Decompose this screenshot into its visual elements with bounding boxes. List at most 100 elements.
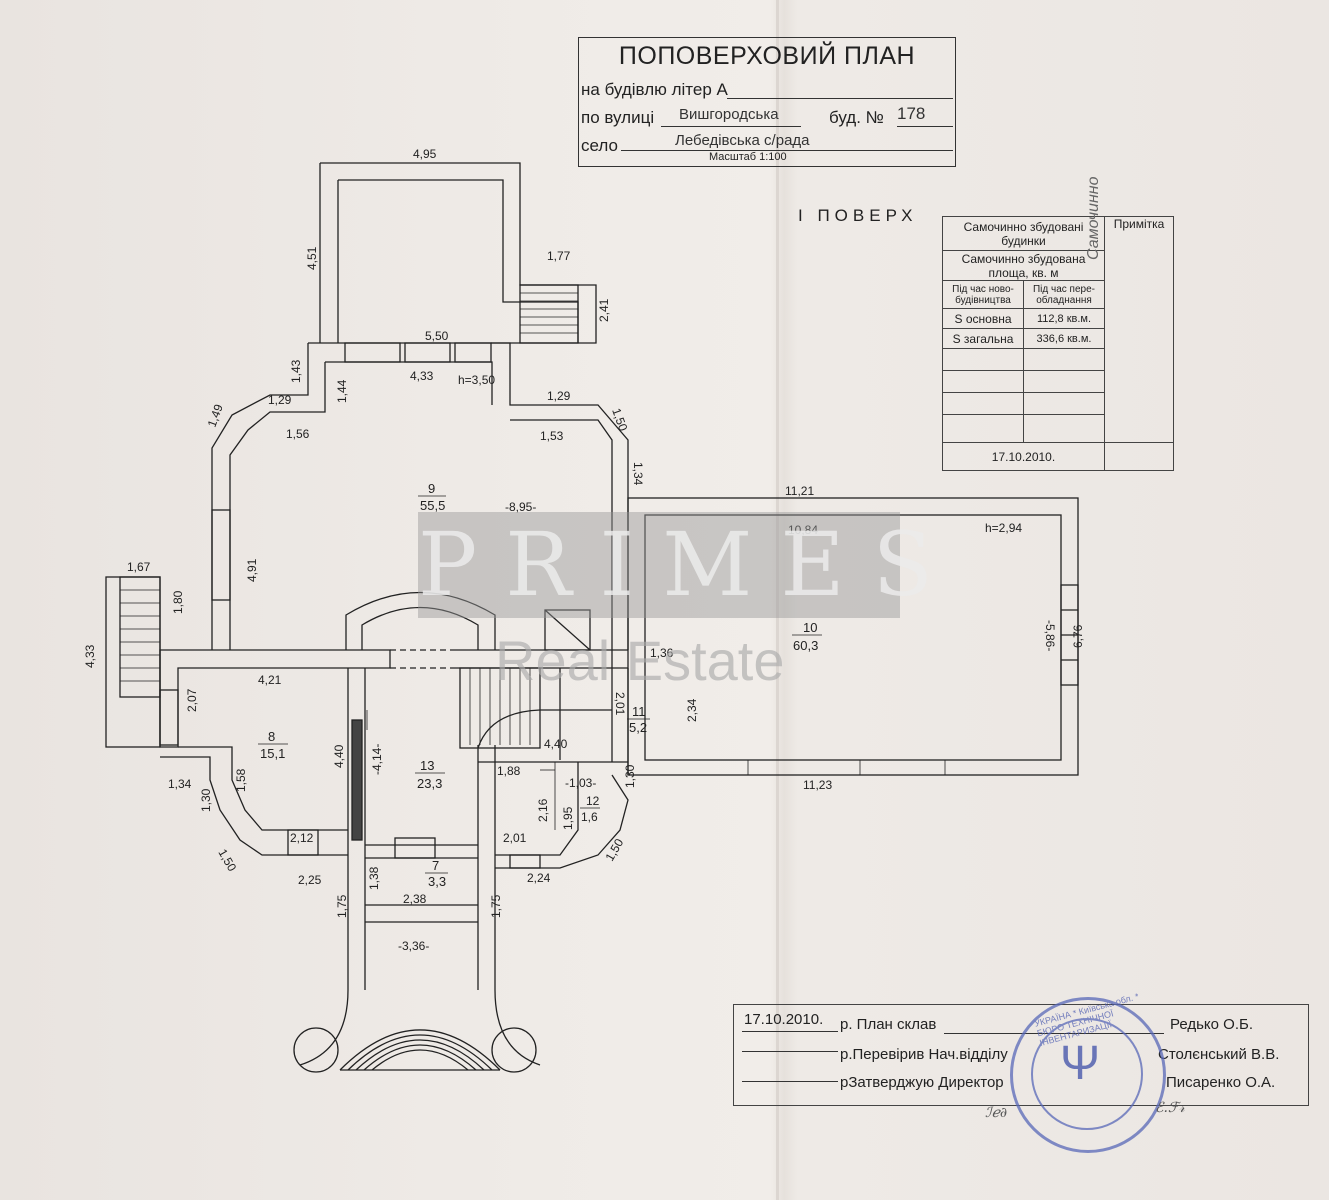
street-value: Вишгородська <box>679 106 779 123</box>
dim-label: 1,58 <box>234 768 248 792</box>
dim-label: 2,38 <box>403 892 427 906</box>
dim-label: 4,91 <box>245 558 259 582</box>
dim-label: 10,84 <box>788 523 818 537</box>
dim-label: 1,88 <box>497 764 521 778</box>
dim-label: 11,23 <box>803 778 832 792</box>
watermark-banner: PRIMES <box>418 512 933 618</box>
empty-cell <box>1023 414 1105 443</box>
house-label: буд. № <box>829 108 884 127</box>
header-self-built: Самочинно збудовані будинки <box>942 216 1105 251</box>
room-10-number: 10 <box>803 620 817 635</box>
handwritten-signature: ℰ.ℱ𝓇 <box>1155 1100 1185 1116</box>
stamp-inner-ring <box>1031 1018 1143 1130</box>
sign-role-2: р.Перевірив Нач.відділу <box>840 1046 1008 1063</box>
empty-cell <box>942 414 1024 443</box>
building-label: на будівлю літер А <box>581 80 728 99</box>
area-table: Самочинно збудовані будинки Примітка Сам… <box>942 216 1174 471</box>
dim-label: 4,95 <box>413 147 437 161</box>
village-value: Лебедівська с/рада <box>675 132 810 149</box>
sign-role-1: р. План склав <box>840 1016 937 1033</box>
dim-label: 1,43 <box>289 359 303 383</box>
dim-label: 1,50 <box>602 836 626 864</box>
dim-label: 1,80 <box>171 590 185 614</box>
dim-label: 1,75 <box>489 894 503 918</box>
dim-label: 1,34 <box>631 462 645 486</box>
dim-label: 1,29 <box>268 393 292 407</box>
handwritten-signature: ℐℯ∂ <box>985 1105 1008 1121</box>
col-new-build: Під час ново-будівництва <box>942 280 1024 309</box>
dim-label: h=3,50 <box>458 373 495 387</box>
table-date: 17.10.2010. <box>942 442 1105 471</box>
paper-fold <box>776 0 779 1200</box>
dim-label: 2,16 <box>536 798 550 822</box>
village-label: село <box>581 136 618 155</box>
dim-label: 2,34 <box>685 698 699 722</box>
scale-label: Масштаб 1:100 <box>709 151 787 163</box>
plan-walls <box>105 162 1079 1073</box>
dim-label: 1,38 <box>367 866 381 890</box>
room-10-area: 60,3 <box>793 638 818 653</box>
dim-label: -5,86- <box>1043 620 1057 651</box>
street-label: по вулиці <box>581 108 655 127</box>
room-12-area: 1,6 <box>581 810 598 824</box>
official-stamp: УКРАЇНА * Київська обл. * БЮРО ТЕХНІЧНОЇ… <box>1010 991 1166 1153</box>
col-rebuild: Під час пере-обладнання <box>1023 280 1105 309</box>
row-main-value: 112,8 кв.м. <box>1023 308 1105 329</box>
village-underline <box>621 150 953 151</box>
sign-role-3: рЗатверджую Директор <box>840 1074 1004 1091</box>
dim-label: 1,30 <box>199 788 213 812</box>
header-note: Примітка <box>1104 216 1174 443</box>
empty-cell <box>1104 442 1174 471</box>
dim-label: 4,51 <box>305 246 319 270</box>
sign-name-1: Редько О.Б. <box>1170 1016 1254 1033</box>
room-9-area: 55,5 <box>420 498 445 513</box>
house-value: 178 <box>897 104 926 123</box>
dim-label: 1,77 <box>547 249 571 263</box>
dim-label: -3,36- <box>398 939 429 953</box>
dim-label: 1,50 <box>215 847 239 875</box>
dim-label: 1,29 <box>547 389 571 403</box>
plan-heading: ПОПОВЕРХОВИЙ ПЛАН <box>618 42 916 70</box>
street-underline <box>661 126 801 127</box>
dim-label: 1,36 <box>650 646 674 660</box>
dim-label: 5,50 <box>425 329 449 343</box>
dim-label: 1,95 <box>561 806 575 830</box>
floor-label: І ПОВЕРХ <box>798 206 918 225</box>
dim-label: 4,33 <box>83 644 97 668</box>
room-labels: 9 55,5 10 60,3 8 15,1 13 23,3 11 5,2 12 … <box>258 481 822 889</box>
dim-label: 1,30 <box>623 764 637 788</box>
dim-label: 1,75 <box>335 894 349 918</box>
dim-label: 1,34 <box>168 777 192 791</box>
dim-label: 4,40 <box>332 744 346 768</box>
room-8-area: 15,1 <box>260 746 285 761</box>
dim-label: 6,76 <box>1071 624 1085 648</box>
dim-label: 4,21 <box>258 673 282 687</box>
dim-label: 1,49 <box>205 402 226 429</box>
room-12-number: 12 <box>586 794 600 808</box>
room-13-number: 13 <box>420 758 434 773</box>
dim-label: 1,50 <box>609 406 630 433</box>
signature-block: 17.10.2010. р. План склав Редько О.Б. р.… <box>733 1004 1309 1106</box>
room-11-area: 5,2 <box>629 720 647 735</box>
watermark-subtitle: Real Estate <box>495 629 785 692</box>
room-9-number: 9 <box>428 481 435 496</box>
dim-label: 2,25 <box>298 873 322 887</box>
dim-label: 4,40 <box>544 737 568 751</box>
room-7-area: 3,3 <box>428 874 446 889</box>
dim-label: 1,56 <box>286 427 310 441</box>
title-block: ПОПОВЕРХОВИЙ ПЛАН на будівлю літер А по … <box>578 37 956 167</box>
sign-name-3: Писаренко О.А. <box>1166 1074 1276 1091</box>
sign-name-2: Столєнський В.В. <box>1158 1046 1280 1063</box>
dim-label: 2,07 <box>185 688 199 712</box>
header-area: Самочинно збудована площа, кв. м <box>942 250 1105 281</box>
sign-date: 17.10.2010. <box>744 1011 824 1028</box>
dim-label: h=2,94 <box>985 521 1022 535</box>
room-11-number: 11 <box>632 704 646 719</box>
dim-label: 2,12 <box>290 831 314 845</box>
dim-label: 2,01 <box>503 831 527 845</box>
date-underline <box>742 1081 838 1082</box>
dimension-labels: 4,95 4,51 1,77 2,41 5,50 4,33 h=3,50 1,4… <box>83 147 1085 953</box>
coat-of-arms-icon: Ψ <box>1060 1037 1101 1090</box>
dim-label: 4,33 <box>410 369 434 383</box>
dim-label: -4,14- <box>370 744 384 775</box>
